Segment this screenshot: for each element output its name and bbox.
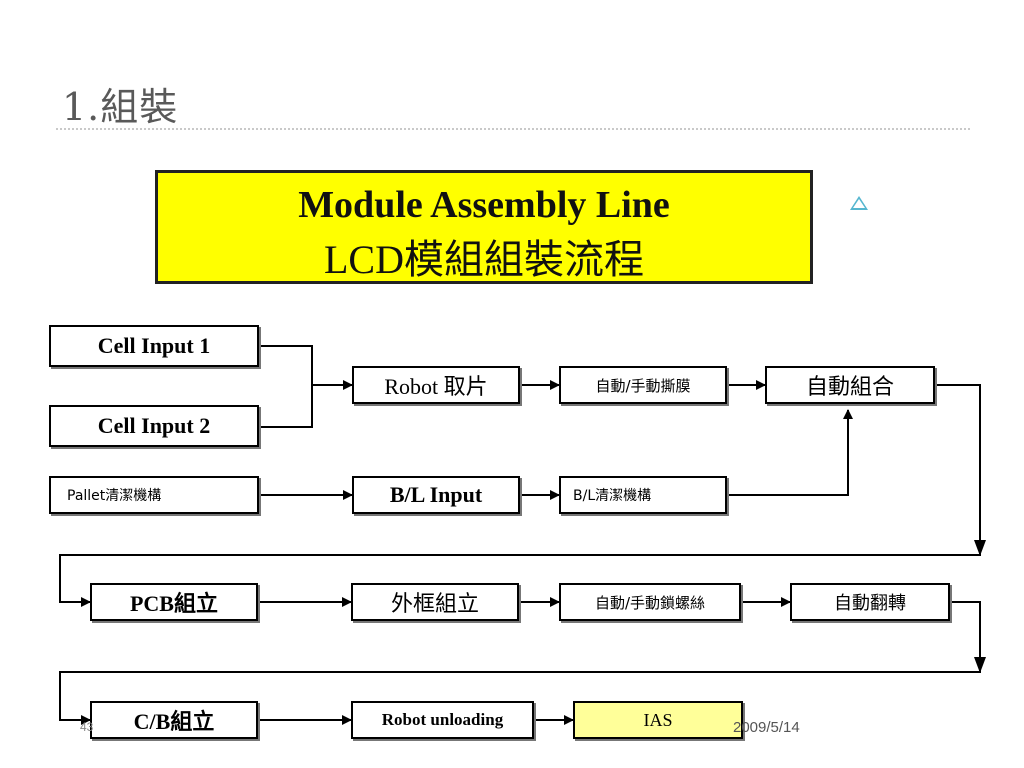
slide-title: 1.組裝 [62, 85, 179, 129]
page-number: 43 [80, 720, 94, 734]
frame-assembly-box: 外框組立 [351, 583, 519, 621]
slide-date: 2009/5/14 [733, 719, 800, 736]
auto-manual-screw-box: 自動/手動鎖螺絲 [559, 583, 741, 621]
auto-flip-box: 自動翻轉 [790, 583, 950, 621]
cell-input-1-box: Cell Input 1 [49, 325, 259, 367]
auto-manual-peel-box: 自動/手動撕膜 [559, 366, 727, 404]
banner-title-chinese: LCD模組組裝流程 [324, 237, 644, 282]
triangle-icon [850, 196, 868, 210]
connector-cell1-merge [259, 345, 313, 385]
connector-row1-to-row2 [59, 384, 981, 607]
connector-cell2-merge [259, 385, 313, 428]
arrow-bl-clean-up [727, 409, 853, 496]
robot-pick-box: Robot 取片 [352, 366, 520, 404]
pallet-clean-box: Pallet清潔機構 [49, 476, 259, 514]
auto-combine-box: 自動組合 [765, 366, 935, 404]
bl-clean-box: B/L清潔機構 [559, 476, 727, 514]
pcb-assembly-box: PCB組立 [90, 583, 258, 621]
title-banner: Module Assembly Line LCD模組組裝流程 [155, 170, 813, 284]
connector-row2-to-row3 [59, 601, 981, 725]
ias-box: IAS [573, 701, 743, 739]
cell-input-2-box: Cell Input 2 [49, 405, 259, 447]
cb-assembly-box: C/B組立 [90, 701, 258, 739]
banner-title-english: Module Assembly Line [298, 184, 670, 226]
bl-input-box: B/L Input [352, 476, 520, 514]
robot-unloading-box: Robot unloading [351, 701, 534, 739]
title-divider [56, 128, 970, 130]
